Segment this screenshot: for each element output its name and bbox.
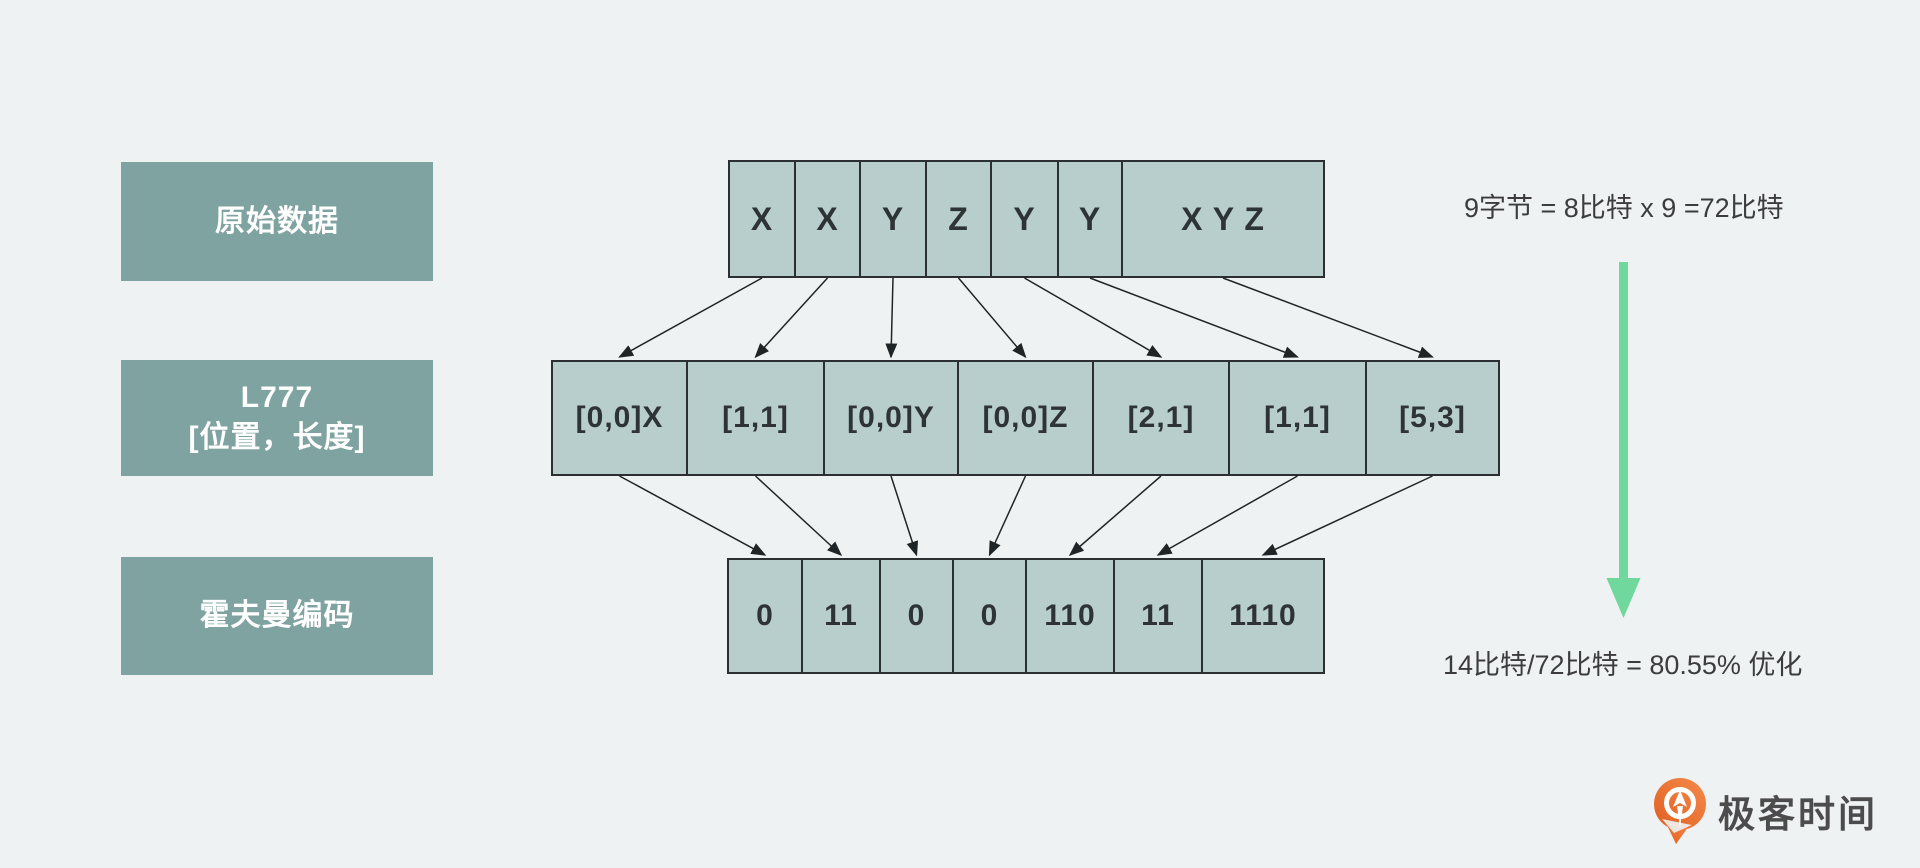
row-lz77: [0,0]X[1,1][0,0]Y[0,0]Z[2,1][1,1][5,3] bbox=[551, 360, 1500, 476]
lz77-cell-4: [2,1] bbox=[1092, 360, 1230, 476]
original-cell-1: X bbox=[794, 160, 861, 278]
label-lz77-line1: L777 bbox=[240, 381, 314, 414]
geektime-logo-icon bbox=[1654, 778, 1706, 844]
original-cell-0: X bbox=[728, 160, 796, 278]
label-original-data-text: 原始数据 bbox=[215, 204, 339, 238]
lz77-cell-6: [5,3] bbox=[1365, 360, 1500, 476]
original-cell-6: X Y Z bbox=[1121, 160, 1325, 278]
annotation-bytes-calculation: 9字节 = 8比特 x 9 =72比特 bbox=[1464, 193, 1784, 223]
huffman-cell-2: 0 bbox=[879, 558, 954, 674]
original-cell-4: Y bbox=[990, 160, 1059, 278]
original-cell-2: Y bbox=[859, 160, 927, 278]
geektime-logo: 极客时间 bbox=[1652, 776, 1878, 846]
huffman-cell-1: 11 bbox=[801, 558, 881, 674]
label-original-data: 原始数据 bbox=[121, 162, 433, 281]
lz77-cell-1: [1,1] bbox=[686, 360, 825, 476]
huffman-cell-5: 11 bbox=[1113, 558, 1203, 674]
original-cell-5: Y bbox=[1057, 160, 1123, 278]
geektime-logo-text: 极客时间 bbox=[1718, 794, 1878, 835]
huffman-cell-3: 0 bbox=[952, 558, 1027, 674]
label-lz77: L777 [位置，长度] bbox=[121, 360, 433, 476]
huffman-cell-0: 0 bbox=[727, 558, 803, 674]
original-cell-3: Z bbox=[925, 160, 992, 278]
label-huffman-text: 霍夫曼编码 bbox=[199, 599, 355, 632]
lz77-cell-5: [1,1] bbox=[1228, 360, 1367, 476]
lz77-cell-2: [0,0]Y bbox=[823, 360, 959, 476]
label-huffman: 霍夫曼编码 bbox=[121, 557, 433, 675]
annotation-optimization-result: 14比特/72比特 = 80.55% 优化 bbox=[1443, 650, 1803, 680]
lz77-cell-0: [0,0]X bbox=[551, 360, 688, 476]
huffman-cell-4: 110 bbox=[1025, 558, 1115, 674]
lz77-cell-3: [0,0]Z bbox=[957, 360, 1094, 476]
huffman-cell-6: 1110 bbox=[1201, 558, 1325, 674]
label-lz77-line2: [位置，长度] bbox=[188, 421, 366, 454]
